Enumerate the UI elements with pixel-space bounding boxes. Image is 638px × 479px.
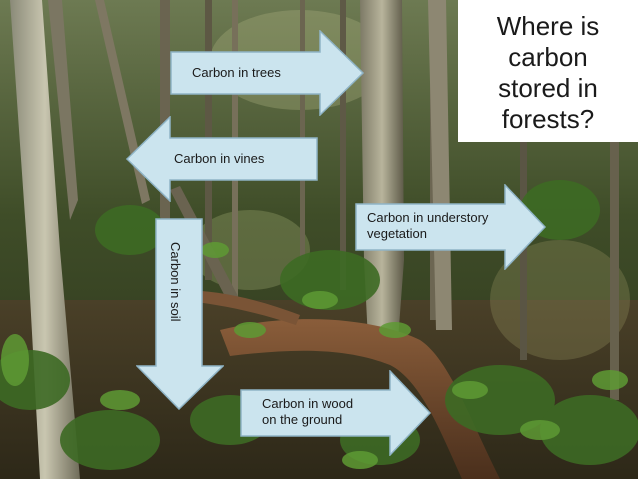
right-arrow-icon <box>170 30 365 116</box>
down-arrow-icon <box>136 218 224 410</box>
arrow-label-wood: Carbon in wood on the ground <box>262 396 354 427</box>
title-box: Where is carbon stored in forests? <box>458 0 638 142</box>
slide-title: Where is carbon stored in forests? <box>496 11 600 134</box>
arrow-carbon-in-soil: Carbon in soil <box>136 218 224 410</box>
arrow-label-understory: Carbon in understory vegetation <box>367 210 489 241</box>
arrow-label-soil: Carbon in soil <box>168 242 183 322</box>
right-arrow-icon <box>240 370 432 456</box>
arrow-label-trees: Carbon in trees <box>192 65 281 80</box>
arrow-carbon-in-vines: Carbon in vines <box>126 116 318 202</box>
arrow-carbon-in-trees: Carbon in trees <box>170 30 365 116</box>
arrow-label-vines: Carbon in vines <box>174 151 265 166</box>
arrow-carbon-in-wood: Carbon in wood on the ground <box>240 370 432 456</box>
arrow-carbon-in-understory: Carbon in understory vegetation <box>355 184 547 270</box>
right-arrow-icon <box>355 184 547 270</box>
left-arrow-icon <box>126 116 318 202</box>
